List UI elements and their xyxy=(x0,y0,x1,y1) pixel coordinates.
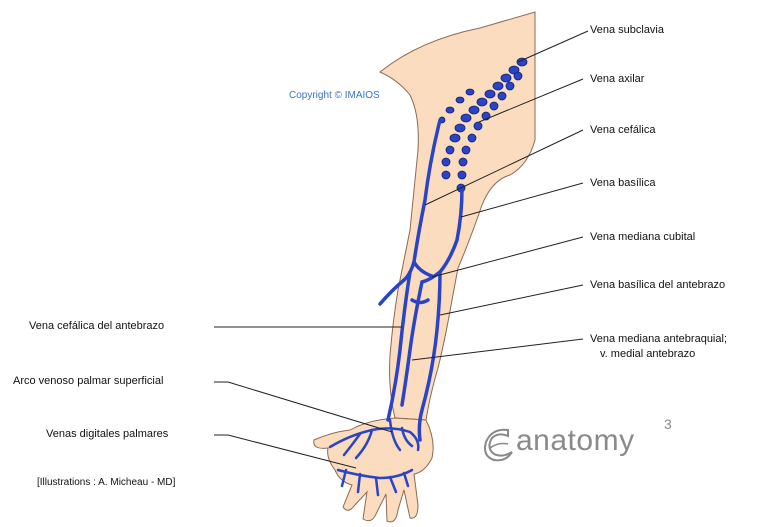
logo-word: anatomy xyxy=(516,424,635,458)
anatomy3-logo: anatomy 3 xyxy=(478,418,678,478)
copyright-notice: Copyright © IMAIOS xyxy=(289,90,380,101)
label-vena-mediana-antebraquial: Vena mediana antebraquial; xyxy=(590,333,727,346)
anatomy-logo-icon xyxy=(478,418,518,468)
label-vena-subclavia: Vena subclavia xyxy=(590,24,664,37)
label-vena-cefalica: Vena cefálica xyxy=(590,124,655,137)
label-arco-venoso-palmar: Arco venoso palmar superficial xyxy=(13,375,163,388)
illustration-credit: [Illustrations : A. Micheau - MD] xyxy=(37,477,175,488)
label-vena-basilica: Vena basílica xyxy=(590,177,655,190)
label-vena-cefalica-antebrazo: Vena cefálica del antebrazo xyxy=(29,320,164,333)
logo-superscript: 3 xyxy=(664,416,672,432)
hand-shape xyxy=(314,418,433,522)
label-vena-mediana-cubital: Vena mediana cubital xyxy=(590,231,695,244)
label-vena-basilica-antebrazo: Vena basílica del antebrazo xyxy=(590,279,725,292)
label-vena-axilar: Vena axilar xyxy=(590,73,644,86)
label-venas-digitales: Venas digitales palmares xyxy=(46,428,168,441)
label-vena-medial-antebrazo: v. medial antebrazo xyxy=(600,348,695,361)
